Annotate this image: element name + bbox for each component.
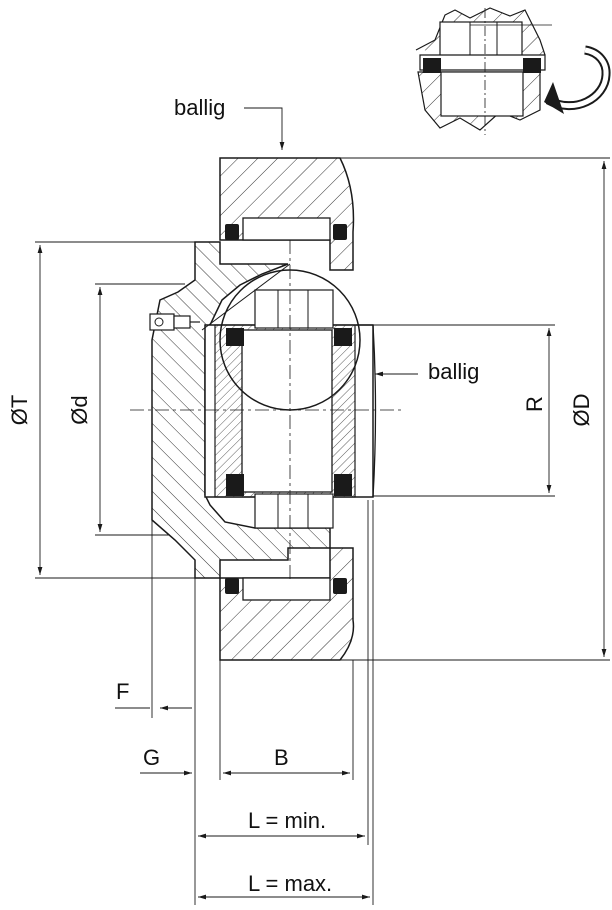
rotation-arrow-icon — [544, 45, 611, 114]
ballig-top-label: ballig — [174, 95, 226, 120]
rotation-inset — [415, 7, 552, 135]
grease-nipple-icon — [149, 313, 200, 331]
dia-D-label: ØD — [569, 393, 594, 427]
dia-T-label: ØT — [7, 394, 32, 426]
L-min-label: L = min. — [248, 808, 327, 833]
B-label: B — [274, 745, 289, 770]
dia-d-label: Ød — [67, 395, 92, 425]
G-label: G — [143, 745, 161, 770]
ballig-side-label: ballig — [428, 359, 480, 384]
housing-body — [151, 241, 377, 579]
center-lines — [130, 240, 405, 580]
dimension-lines — [35, 107, 610, 905]
outer-ring — [219, 157, 355, 661]
R-label: R — [522, 396, 547, 412]
F-label: F — [116, 679, 130, 704]
L-max-label: L = max. — [248, 871, 333, 896]
